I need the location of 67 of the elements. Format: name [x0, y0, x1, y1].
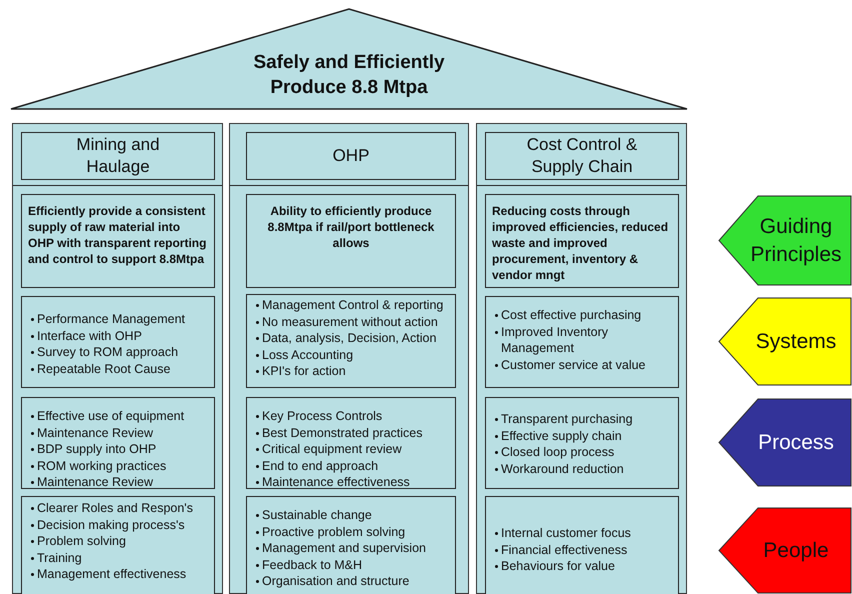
pentagon-tag	[718, 297, 852, 386]
bullet-item: Maintenance effectiveness	[255, 474, 453, 490]
bullet-item: Repeatable Root Cause	[30, 360, 212, 377]
bullet-item: Transparent purchasing	[494, 411, 676, 428]
bullet-item: Workaround reduction	[494, 460, 676, 477]
bullet-list-box	[485, 296, 679, 388]
bullet-list-box	[246, 294, 456, 388]
objective-box: Efficiently provide a consistent supply of raw material into OHP with transparent reporting and control to support 8.8Mtpa	[21, 194, 215, 288]
bullet-item: Feedback to M&H	[255, 556, 453, 573]
bullet-item: Management and supervision	[255, 540, 453, 556]
bullet-item: Best Demonstrated practices	[255, 424, 453, 441]
tag-label: Guiding Principles	[749, 214, 843, 268]
pillar-panel	[476, 123, 687, 594]
bullet-item: Data, analysis, Decision, Action	[255, 330, 453, 346]
pentagon-tag	[718, 398, 852, 487]
bullet-list-box	[246, 397, 456, 489]
roof-title: Safely and Efficiently Produce 8.8 Mtpa	[252, 51, 446, 100]
bullet-item: Cost effective purchasing	[494, 307, 676, 324]
bullet-list-box	[21, 296, 215, 388]
bullet-item: Customer service at value	[494, 356, 676, 373]
bullet-list-box	[485, 397, 679, 489]
bullet-list-box	[21, 397, 215, 489]
tag-label: Process	[757, 430, 835, 456]
roof-triangle	[10, 8, 688, 110]
bullet-item: Training	[30, 550, 212, 566]
pentagon-tag	[718, 195, 852, 286]
bullet-item: Effective supply chain	[494, 428, 676, 444]
column-heading: OHP	[246, 132, 456, 180]
bullet-item: Behaviours for value	[494, 558, 676, 574]
bullet-item: Closed loop process	[494, 444, 676, 460]
bullet-item: Maintenance Review	[30, 424, 212, 441]
bullet-list-box	[246, 496, 456, 594]
tag-label: People	[762, 538, 830, 564]
bullet-item: Management effectiveness	[30, 566, 212, 582]
bullet-item: Loss Accounting	[255, 346, 453, 363]
objective-box: Reducing costs through improved efficiencies, reduced waste and improved procurement, inventory & vendor mngt	[485, 194, 679, 288]
bullet-item: Improved Inventory Management	[494, 324, 676, 356]
pentagon-tag	[718, 507, 852, 594]
bullet-item: No measurement without action	[255, 314, 453, 330]
bullet-item: Survey to ROM approach	[30, 344, 212, 360]
column-heading: Mining and Haulage	[21, 132, 215, 180]
bullet-item: Organisation and structure	[255, 573, 453, 590]
tag-label: Systems	[754, 328, 838, 354]
pillar-panel	[229, 123, 469, 594]
bullet-list-box	[485, 496, 679, 594]
bullet-item: End to end approach	[255, 458, 453, 474]
bullet-item: Proactive problem solving	[255, 524, 453, 540]
bullet-item: Interface with OHP	[30, 328, 212, 344]
bullet-item: Clearer Roles and Respon's	[30, 500, 212, 516]
bullet-item: Decision making process's	[30, 516, 212, 533]
bullet-item: Financial effectiveness	[494, 542, 676, 558]
bullet-item: ROM working practices	[30, 458, 212, 474]
bullet-item: Effective use of equipment	[30, 408, 212, 424]
objective-box: Ability to efficiently produce 8.8Mtpa if rail/port bottleneck allows	[246, 194, 456, 288]
column-heading: Cost Control & Supply Chain	[485, 132, 679, 180]
bullet-item: Performance Management	[30, 311, 212, 328]
bullet-list-box	[21, 496, 215, 594]
bullet-item: Key Process Controls	[255, 408, 453, 424]
bullet-item: Internal customer focus	[494, 525, 676, 542]
bullet-item: Problem solving	[30, 533, 212, 550]
bullet-item: Maintenance Review	[30, 474, 212, 490]
bullet-item: BDP supply into OHP	[30, 441, 212, 458]
bullet-item: Critical equipment review	[255, 441, 453, 458]
bullet-item: KPI's for action	[255, 363, 453, 380]
bullet-item: Management Control & reporting	[255, 297, 453, 314]
bullet-item: Sustainable change	[255, 507, 453, 524]
pillar-panel	[12, 123, 223, 594]
